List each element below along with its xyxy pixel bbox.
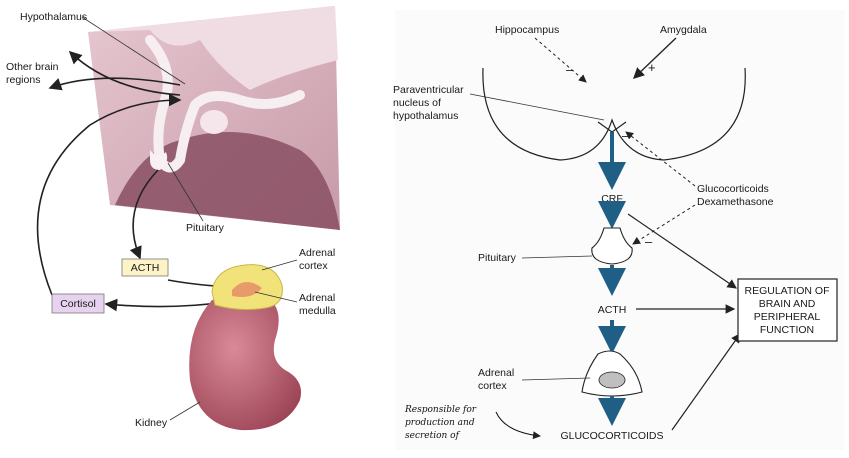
pituitary-shape xyxy=(591,227,633,265)
pituitary-minus: – xyxy=(645,234,653,249)
pituitary-leader-line xyxy=(167,162,204,222)
regulation-box xyxy=(737,278,838,342)
regulation-label-2: BRAIN AND xyxy=(759,298,816,310)
pituitary-label-right: Pituitary xyxy=(478,252,517,264)
handwritten-arrow xyxy=(495,411,541,440)
adrenal-label-2: cortex xyxy=(478,380,507,392)
pvn-label-3: hypothalamus xyxy=(393,110,458,122)
crf-label: CRF xyxy=(601,193,623,205)
kidney-leader-line xyxy=(169,401,201,421)
hippocampus-inhibit-arrow xyxy=(534,37,587,83)
amygdala-stimulate-arrow xyxy=(632,37,677,79)
adrenal-to-cortisol-arrow xyxy=(104,298,226,312)
adrenal-cortex-label-2: cortex xyxy=(299,260,328,272)
glucocorticoids-label: GLUCOCORTICOIDS xyxy=(560,430,663,442)
pvn-minus: – xyxy=(622,128,630,143)
left-anatomy-figure: Hypothalamus Other brain regions Pituita… xyxy=(6,6,340,431)
hypothalamus-label: Hypothalamus xyxy=(20,11,87,23)
brain-outline xyxy=(482,67,746,161)
adrenal-cortex-leader-line xyxy=(261,259,298,271)
adrenal-medulla-leader-line xyxy=(254,291,298,303)
gc-to-pituitary-inhibit-arrow xyxy=(632,204,696,245)
other-brain-regions-label-1: Other brain xyxy=(6,61,59,73)
adrenal-leader-line xyxy=(521,377,591,381)
gluco-feedback-label-2: Dexamethasone xyxy=(697,196,774,208)
regulation-label-4: FUNCTION xyxy=(760,324,814,336)
pvn-leader-line xyxy=(469,93,605,121)
kidney-illustration xyxy=(189,293,301,431)
handwritten-note-1: Responsible for xyxy=(404,405,477,415)
acth-box xyxy=(121,258,169,277)
regulation-label-1: REGULATION OF xyxy=(745,285,830,297)
gluco-feedback-label-1: Glucocorticoids xyxy=(697,183,769,195)
other-brain-regions-label-2: regions xyxy=(6,74,40,86)
brain-section-illustration xyxy=(88,6,340,230)
amygdala-plus: + xyxy=(648,60,656,75)
to-other-brain-arrow-2 xyxy=(68,50,181,96)
cortisol-label: Cortisol xyxy=(60,298,96,310)
pituitary-leader-right xyxy=(521,255,593,259)
hippocampus-minus: – xyxy=(566,62,574,77)
pvn-label-1: Paraventricular xyxy=(393,84,464,96)
acth-label-left: ACTH xyxy=(131,262,160,274)
handwritten-note-2: production and xyxy=(405,418,475,428)
handwritten-note-3: secretion of xyxy=(405,431,461,441)
right-hpa-schematic: Hippocampus – Amygdala + Paraventricular… xyxy=(393,10,845,450)
hippocampus-label: Hippocampus xyxy=(495,24,559,36)
adrenal-gland-illustration xyxy=(211,264,283,310)
gc-to-pvn-inhibit-arrow xyxy=(625,131,696,187)
amygdala-label: Amygdala xyxy=(660,24,707,36)
regulation-label-3: PERIPHERAL xyxy=(754,311,821,323)
adrenal-cortex-label-1: Adrenal xyxy=(299,247,335,259)
adrenal-medulla-label-1: Adrenal xyxy=(299,292,335,304)
pituitary-to-acth-arrow xyxy=(129,169,159,260)
cortisol-feedback-arrow xyxy=(36,93,182,296)
adrenal-cell-nucleus xyxy=(598,371,626,389)
acth-label-right: ACTH xyxy=(598,304,627,316)
pvn-label-2: nucleus of xyxy=(393,97,441,109)
crf-to-regulation-arrow xyxy=(627,213,737,289)
adrenal-label-1: Adrenal xyxy=(478,367,514,379)
pituitary-label-left: Pituitary xyxy=(186,222,225,234)
kidney-label: Kidney xyxy=(135,417,168,429)
cortisol-box xyxy=(51,293,105,314)
adrenal-medulla-label-2: medulla xyxy=(299,305,336,317)
gc-to-regulation-arrow xyxy=(671,333,741,431)
hypothalamus-leader-line xyxy=(81,16,186,85)
